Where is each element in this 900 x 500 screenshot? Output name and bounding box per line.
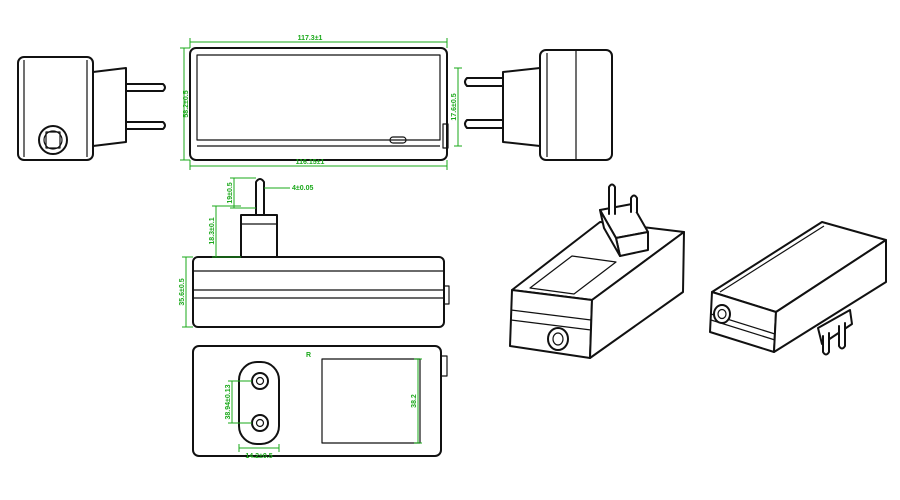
dim-top-width: 117.3±1: [298, 35, 323, 42]
dim-pin-diameter: 4±0.05: [292, 185, 313, 192]
dim-right-height: 17.6±0.5: [451, 93, 458, 120]
dimension-labels: 117.3±1 116.15±1 58.2±0.5 17.6±0.5 19±0.…: [179, 35, 458, 460]
dim-pin-length: 19±0.5: [227, 182, 234, 203]
isometric-view-rear: [709, 221, 887, 356]
dim-front-height: 58.2±0.5: [183, 90, 190, 117]
bottom-view: [192, 345, 448, 457]
dim-label-height: 38.2: [411, 394, 418, 408]
dim-pin-base: 18.3±0.1: [209, 217, 216, 244]
dim-pin-spacing: 38.94±0.13: [225, 384, 232, 419]
isometric-view-front: [509, 183, 685, 359]
dimension-lines: [180, 38, 462, 452]
label-marker-r: R: [306, 352, 311, 359]
left-side-view: [17, 56, 166, 161]
dim-bottom-width: 116.15±1: [296, 159, 325, 166]
dim-socket-width: 14.2±0.5: [245, 453, 272, 460]
front-view: [189, 47, 449, 161]
right-side-view: [464, 49, 613, 161]
middle-side-view: [192, 178, 450, 328]
dim-body-height: 35.6±0.5: [179, 278, 186, 305]
